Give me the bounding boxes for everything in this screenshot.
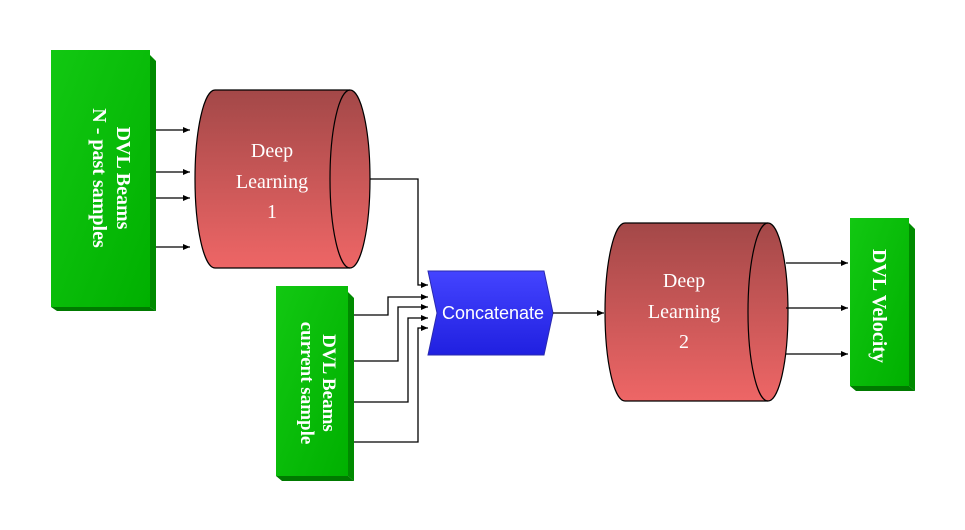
current-sample-arrows <box>354 294 428 443</box>
deep-learning-1-line1: Deep <box>251 140 293 162</box>
concatenate-label: Concatenate <box>442 303 544 323</box>
past-samples-box: DVL Beams N - past samples <box>51 50 156 311</box>
past-samples-arrows <box>156 127 190 250</box>
past-samples-label-line2: N - past samples <box>88 108 110 248</box>
deep-learning-2-line2: Learning <box>648 301 720 323</box>
concatenate-block: Concatenate <box>427 270 554 356</box>
dl2-output-arrows <box>786 260 848 357</box>
deep-learning-1-line2: Learning <box>236 171 308 193</box>
deep-learning-2-line1: Deep <box>663 270 705 292</box>
past-samples-label-line1: DVL Beams <box>112 127 134 230</box>
deep-learning-1-line3: 1 <box>267 201 277 223</box>
dl1-to-concat-arrow <box>370 178 428 288</box>
deep-learning-2-cylinder: Deep Learning 2 <box>604 222 789 402</box>
velocity-label: DVL Velocity <box>868 249 890 363</box>
current-sample-label-line2: current sample <box>296 322 317 445</box>
deep-learning-1-cylinder: Deep Learning 1 <box>194 89 371 269</box>
current-sample-label-line1: DVL Beams <box>318 334 339 432</box>
current-sample-box: DVL Beams current sample <box>276 286 354 481</box>
velocity-box: DVL Velocity <box>850 218 915 391</box>
deep-learning-2-line3: 2 <box>679 331 689 353</box>
